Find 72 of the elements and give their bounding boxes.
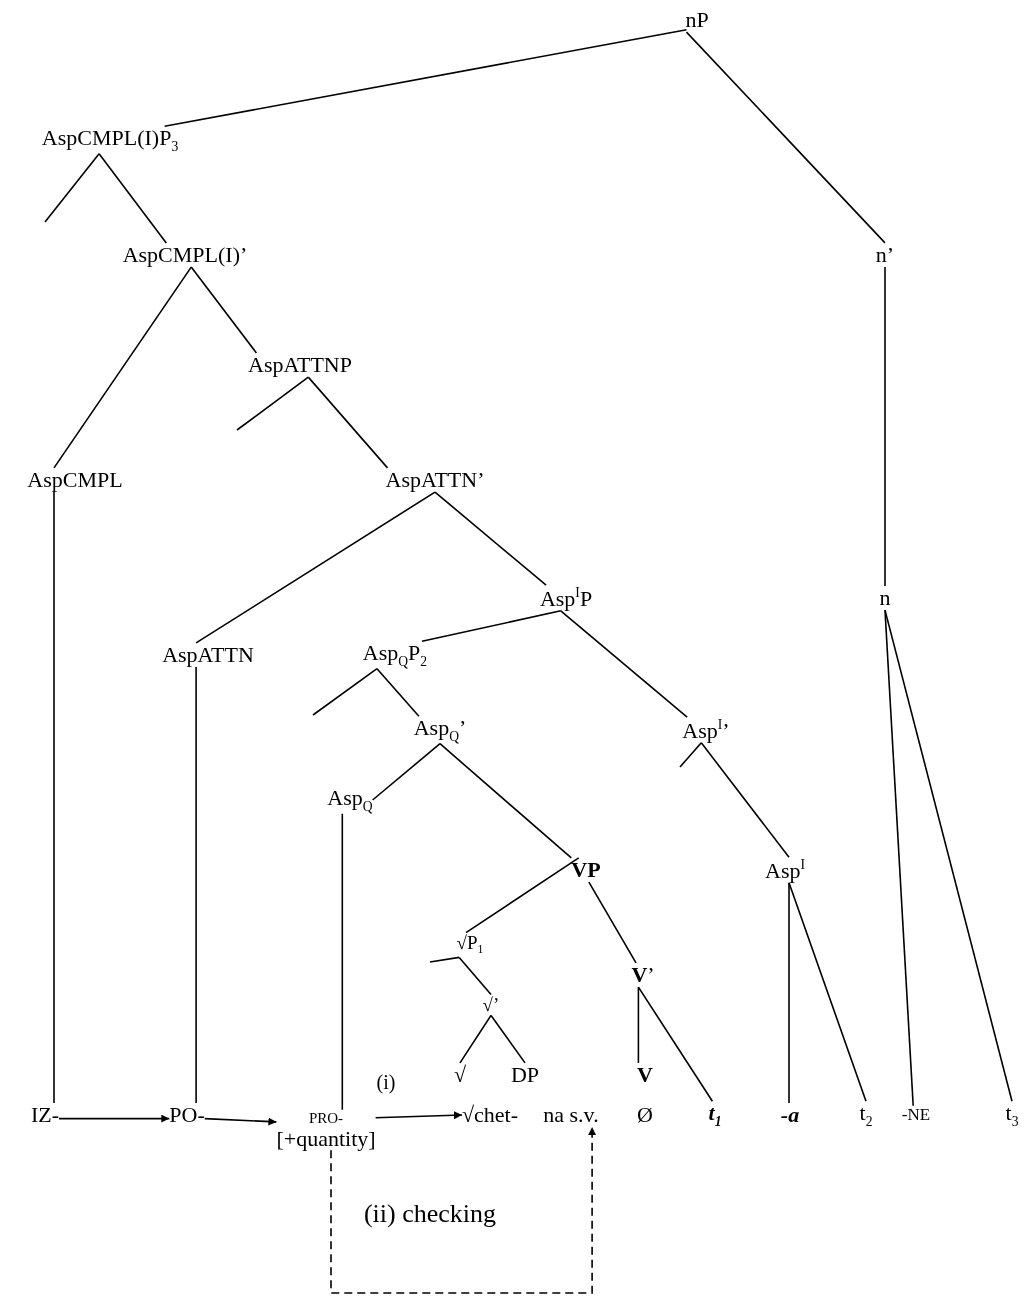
node-label: Asp$^{I}$’ (682, 717, 730, 743)
tree-branch (884, 266, 886, 587)
tree-branch (163, 28, 688, 128)
arrow (203, 1117, 278, 1126)
node-label: n (879, 585, 891, 611)
tree-branch (560, 610, 688, 718)
node-label: [+quantity] (276, 1126, 376, 1151)
node-label: Ø (637, 1102, 653, 1128)
tree-branch (490, 1014, 526, 1064)
node-label: PRO- (308, 1109, 344, 1127)
tree-branch (465, 857, 580, 934)
node-label: PO- (169, 1102, 205, 1128)
tree-branch (44, 152, 100, 223)
node-label: Asp$_{Q}$’ (413, 716, 467, 744)
tree-branch (685, 31, 886, 244)
node-label: t$_{3}$ (1005, 1101, 1019, 1129)
node-label: -a (780, 1102, 800, 1128)
tree-branch (884, 609, 914, 1107)
node-label: -NE (901, 1105, 931, 1125)
tree-branch (312, 667, 378, 716)
node-label: AspATTN’ (385, 467, 485, 493)
node-label: DP (510, 1062, 540, 1088)
tree-branch (439, 742, 573, 859)
tree-branch (371, 742, 441, 801)
node-label: n’ (875, 242, 895, 268)
tree-branch (195, 666, 197, 1104)
tree-branch (788, 882, 867, 1103)
tree-branch (458, 956, 492, 996)
node-label: √P$_{1}$ (456, 932, 484, 958)
tree-branch (459, 1014, 492, 1064)
node-label: Asp$_{Q}$P$_{2}$ (362, 641, 428, 669)
tree-branch (376, 667, 420, 718)
node-label: Asp$^{I}$ (765, 857, 805, 883)
node-label: AspCMPL(I)’ (122, 242, 248, 268)
tree-branch (421, 610, 562, 643)
tree-branch (307, 376, 389, 469)
node-label: Asp$^{I}$P (539, 585, 593, 611)
node-label: AspATTN (162, 642, 254, 668)
arrow (58, 1114, 171, 1123)
tree-branch (98, 152, 168, 244)
node-label: t$_{2}$ (859, 1101, 873, 1129)
tree-branch (53, 491, 55, 1104)
node-label: V’ (631, 962, 655, 988)
tree-branch (637, 986, 640, 1064)
node-label: AspCMPL(I)P$_{3}$ (41, 126, 179, 154)
tree-branch (434, 491, 547, 586)
node-label: V (637, 1062, 653, 1088)
node-label: VP (571, 857, 601, 883)
tree-branch (637, 986, 714, 1103)
tree-branch (195, 491, 436, 644)
tree-branch (236, 376, 310, 431)
tree-branch (429, 956, 460, 963)
node-label: Asp$_{Q}$ (327, 786, 373, 814)
node-label: nP (685, 7, 709, 33)
node-label: IZ- (30, 1102, 60, 1128)
node-label: √chet- (462, 1102, 518, 1128)
tree-branch (588, 881, 637, 964)
tree-branch (700, 742, 790, 858)
node-label: √’ (482, 994, 500, 1016)
tree-branch (53, 266, 192, 469)
node-label: na s.v. (543, 1102, 599, 1128)
node-label: AspATTNP (248, 352, 352, 378)
node-label: AspCMPL (27, 467, 123, 493)
tree-branch (341, 812, 344, 1111)
node-label: √ (453, 1062, 467, 1088)
tree-branch (679, 742, 703, 768)
arrow (374, 1111, 463, 1120)
node-label: t$_{1}$ (708, 1101, 722, 1129)
tree-branch (884, 609, 1013, 1103)
dashed-arrow (330, 1126, 597, 1294)
tree-branch (190, 266, 258, 354)
tree-branch (788, 882, 790, 1104)
